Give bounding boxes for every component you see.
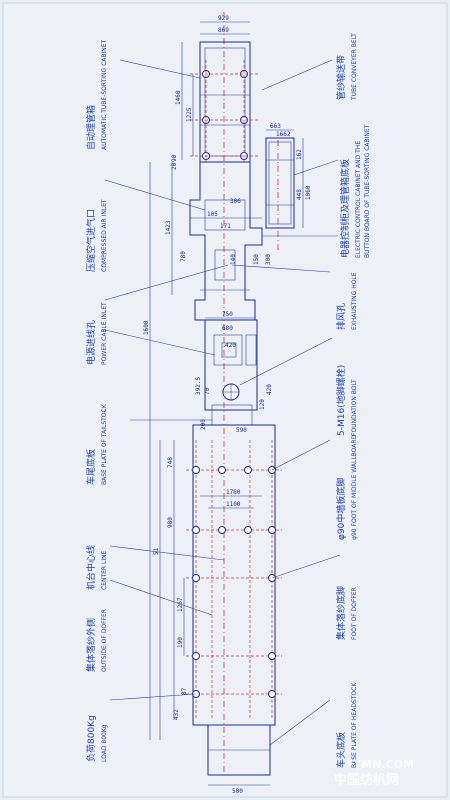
dim-150: 150	[253, 254, 260, 265]
dim-869: 869	[218, 27, 229, 34]
svg-text:集体落纱外侧: 集体落纱外侧	[85, 618, 97, 672]
dim-1225: 1225	[186, 107, 193, 122]
dim-980: 980	[167, 517, 174, 528]
svg-text:压缩空气进气口: 压缩空气进气口	[85, 209, 97, 272]
label-tube-sorting-cabinet: 自动理管箱 AUTOMATIC TUBE-SORTING CABINET	[85, 39, 108, 150]
dim-1100: 1100	[226, 501, 241, 508]
tube-sorting-cabinet-drawing	[190, 41, 260, 165]
svg-text:FOUNDATION BOLT: FOUNDATION BOLT	[351, 379, 358, 436]
svg-text:φ90 FOOT OF MIDDLE WALLBOARD: φ90 FOOT OF MIDDLE WALLBOARD	[351, 434, 358, 540]
dim-1600: 1600	[143, 320, 150, 335]
dim-90: 90	[171, 154, 178, 162]
dim-663: 663	[270, 123, 281, 130]
svg-text:自动理管箱: 自动理管箱	[85, 105, 97, 150]
label-power-cable-inlet: 电源进线孔 POWER CABLE INLET	[85, 302, 108, 365]
dim-448: 448	[296, 189, 303, 200]
svg-text:BASE PLATE OF TAILSTOCK: BASE PLATE OF TAILSTOCK	[101, 403, 108, 485]
svg-text:LOAD 800Kg: LOAD 800Kg	[101, 724, 108, 762]
dim-420b: 420	[266, 384, 273, 395]
dim-87: 87	[181, 687, 188, 695]
dim-420a: 420	[225, 342, 236, 349]
label-tube-conveyer-belt: 管纱输送带 TUBE CONVEYER BELT	[335, 33, 358, 101]
label-foot-doffer: 集体落纱底脚 FOOT OF DOFFER	[335, 586, 358, 640]
dim-300: 300	[265, 254, 272, 265]
dim-432: 432	[173, 709, 180, 720]
dim-20: 20	[171, 162, 178, 170]
svg-text:φ90中墙板底脚: φ90中墙板底脚	[335, 478, 347, 540]
dim-929: 929	[218, 15, 229, 22]
headstock-drawing	[207, 724, 271, 776]
svg-text:管纱输送带: 管纱输送带	[335, 55, 347, 100]
dim-590: 590	[236, 427, 247, 434]
dim-306: 306	[230, 198, 241, 205]
label-exhausting-hole: 排风孔 EXHAUSTING HOLE	[335, 272, 358, 330]
svg-text:集体落纱底脚: 集体落纱底脚	[335, 586, 347, 640]
svg-text:车尾底板: 车尾底板	[85, 449, 97, 485]
svg-text:TUBE CONVEYER BELT: TUBE CONVEYER BELT	[351, 33, 358, 101]
svg-text:FOOT OF DOFFER: FOOT OF DOFFER	[351, 587, 358, 640]
dim-190: 190	[177, 637, 184, 648]
dim-1267: 1267	[177, 597, 184, 612]
dim-748: 748	[167, 457, 174, 468]
label-load: 负荷800Kg LOAD 800Kg	[85, 715, 108, 762]
dim-1662: 1662	[276, 131, 291, 138]
label-compressed-air-inlet: 压缩空气进气口 COMPRESSED AIR INLET	[85, 199, 108, 272]
svg-text:CENTER LINE: CENTER LINE	[101, 550, 108, 590]
dim-750: 750	[222, 311, 233, 318]
svg-text:电源进线孔: 电源进线孔	[85, 320, 97, 365]
svg-text:机台中心线: 机台中心线	[85, 545, 97, 590]
dim-392-5: 392.5	[195, 377, 202, 395]
label-base-plate-tailstock: 车尾底板 BASE PLATE OF TAILSTOCK	[85, 403, 108, 485]
dim-780: 780	[180, 251, 187, 262]
dim-680: 680	[222, 325, 233, 332]
svg-text:排风孔: 排风孔	[335, 303, 347, 330]
dim-500: 500	[232, 788, 243, 795]
dim-200: 200	[200, 419, 207, 430]
dim-51: 51	[153, 547, 160, 555]
svg-text:ELECTRIC CONTROL CABINET AND T: ELECTRIC CONTROL CABINET AND THE	[355, 141, 362, 258]
svg-text:BASE PLATE OF HEADSTOCK: BASE PLATE OF HEADSTOCK	[351, 682, 358, 768]
watermark-site: TTMN.COM	[346, 758, 414, 771]
label-electric-control-cabinet: 电器控制柜及理管箱底板 ELECTRIC CONTROL CABINET AND…	[339, 124, 371, 258]
dim-140: 140	[230, 254, 237, 265]
watermark-name: 中国纺机网	[334, 772, 399, 788]
svg-text:AUTOMATIC TUBE-SORTING CABINET: AUTOMATIC TUBE-SORTING CABINET	[101, 39, 108, 150]
dim-1460: 1460	[175, 90, 182, 105]
dim-70: 70	[204, 387, 211, 395]
svg-text:BUTTON BOARD OF TUBE-SORTING C: BUTTON BOARD OF TUBE-SORTING CABINET	[364, 124, 371, 258]
svg-text:POWER CABLE INLET: POWER CABLE INLET	[101, 302, 108, 365]
electric-cabinet-drawing	[265, 137, 295, 229]
dim-162: 162	[296, 149, 303, 160]
label-foot-middle-wallboard: φ90中墙板底脚 φ90 FOOT OF MIDDLE WALLBOARD	[335, 434, 358, 540]
label-base-plate-headstock: 车头底板 BASE PLATE OF HEADSTOCK	[335, 682, 358, 768]
svg-text:COMPRESSED AIR INLET: COMPRESSED AIR INLET	[101, 199, 108, 272]
label-foundation-bolt: 5-M16(地脚螺栓) FOUNDATION BOLT	[335, 365, 358, 436]
dim-1423: 1423	[165, 220, 172, 235]
dim-105: 105	[207, 211, 218, 218]
label-outside-doffer: 集体落纱外侧 OUTSIDE OF DOFFER	[85, 609, 108, 672]
svg-text:车头底板: 车头底板	[335, 732, 347, 768]
svg-text:5-M16(地脚螺栓): 5-M16(地脚螺栓)	[335, 365, 347, 436]
dim-171: 171	[220, 223, 231, 230]
label-center-line: 机台中心线 CENTER LINE	[85, 545, 108, 590]
tailstock-drawing	[204, 319, 258, 426]
svg-text:电器控制柜及理管箱底板: 电器控制柜及理管箱底板	[339, 159, 351, 258]
dim-1060: 1060	[305, 185, 312, 200]
dim-1780: 1780	[226, 489, 241, 496]
svg-text:EXHAUSTING HOLE: EXHAUSTING HOLE	[351, 272, 358, 330]
svg-text:OUTSIDE OF DOFFER: OUTSIDE OF DOFFER	[101, 609, 108, 672]
svg-text:负荷800Kg: 负荷800Kg	[85, 715, 97, 762]
dim-120: 120	[259, 399, 266, 410]
leader-lines	[104, 59, 341, 746]
